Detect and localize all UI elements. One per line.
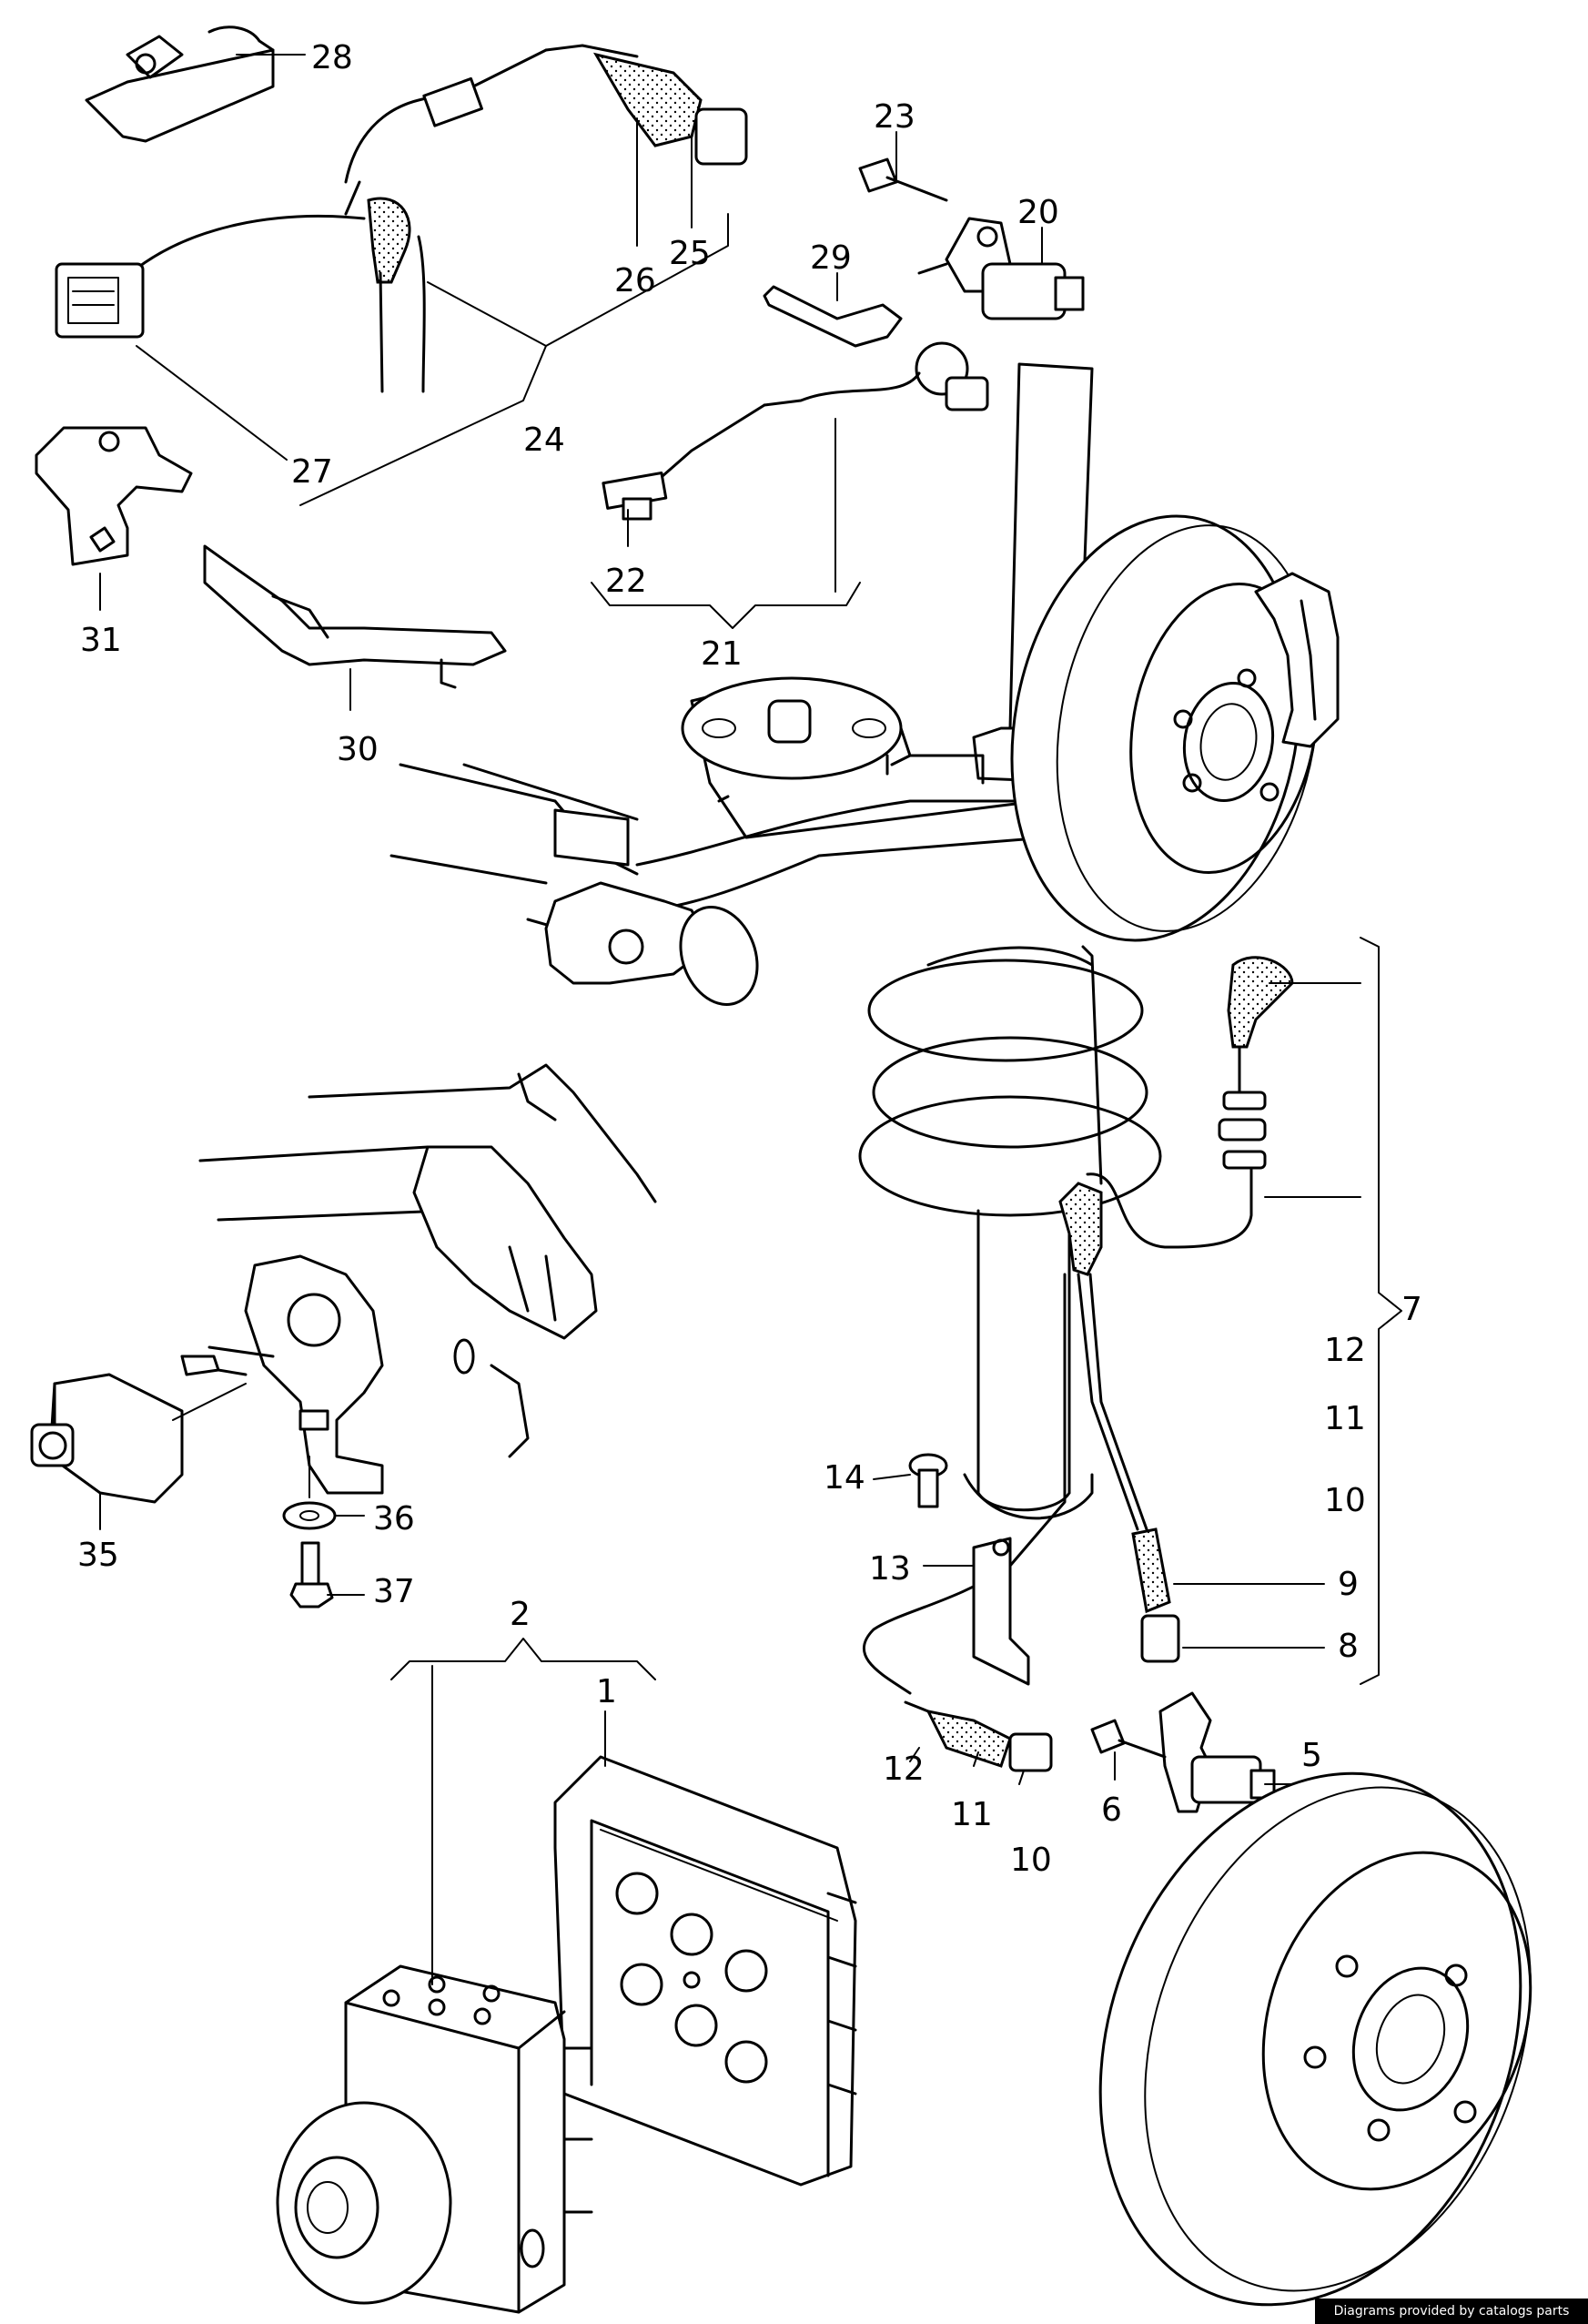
label-7: 7: [1401, 1291, 1422, 1328]
bracket-28: [85, 25, 275, 143]
leader-24-bracket: [299, 281, 547, 506]
bolt-37: [289, 1541, 334, 1609]
label-30: 30: [337, 731, 379, 768]
bracket-2: [390, 1638, 656, 1680]
label-27: 27: [291, 453, 333, 491]
label-21: 21: [701, 635, 743, 673]
label-10: 10: [1324, 1482, 1366, 1519]
sensor-clip-29: [763, 285, 903, 348]
label-31: 31: [80, 622, 122, 659]
speed-sensor-20: [917, 217, 1085, 320]
front-strut-assembly: [858, 945, 1294, 1772]
label-25: 25: [669, 235, 711, 272]
label-11: 11: [1324, 1400, 1366, 1437]
bracket-31: [35, 426, 193, 566]
label-22: 22: [605, 563, 647, 600]
front-brake-disc: [1098, 1771, 1532, 2307]
abs-control-module-1: [553, 1755, 857, 2187]
label-36: 36: [373, 1500, 415, 1537]
label-35: 35: [77, 1537, 119, 1574]
label-5: 5: [1301, 1737, 1322, 1774]
bolt-14: [873, 1453, 948, 1508]
label-13: 13: [869, 1550, 911, 1588]
label-24: 24: [523, 421, 565, 459]
label-6: 6: [1101, 1791, 1122, 1829]
label-2: 2: [510, 1596, 531, 1633]
abs-hydraulic-unit-2: [276, 1964, 593, 2314]
leaders-2-1: [431, 1665, 606, 1985]
label-1: 1: [596, 1673, 617, 1710]
label-28: 28: [311, 39, 353, 76]
label-14: 14: [824, 1459, 865, 1497]
wiring-harness-24: [55, 44, 748, 393]
control-unit-35: [30, 1373, 247, 1504]
rear-axle-assembly: [389, 362, 1094, 1006]
label-23: 23: [874, 98, 915, 136]
label-leaders: [99, 54, 1116, 1785]
label-26: 26: [614, 262, 656, 299]
bracket-21: [591, 582, 861, 629]
rear-brake-disc: [1010, 514, 1340, 942]
front-speed-sensor-5: [1158, 1691, 1293, 1813]
bolt-23: [858, 157, 948, 202]
label-11b: 11: [951, 1796, 993, 1833]
label-37: 37: [373, 1573, 415, 1610]
label-8: 8: [1338, 1628, 1359, 1665]
sensor-cable-21: [602, 341, 989, 521]
label-20: 20: [1017, 194, 1059, 231]
leader-24-bracket-right: [545, 213, 729, 347]
label-12b: 12: [883, 1751, 925, 1788]
leaders-7-9-8: [1173, 982, 1361, 1649]
sensor-bracket-13: [923, 1537, 1030, 1686]
washer-36: [282, 1501, 337, 1530]
front-crossmember: [180, 1063, 657, 1495]
bracket-7: [1360, 937, 1402, 1685]
credit-footer: Diagrams provided by catalogs parts: [1315, 2299, 1588, 2324]
bracket-30: [203, 544, 507, 689]
label-10b: 10: [1010, 1842, 1052, 1879]
label-9: 9: [1338, 1566, 1359, 1603]
bolt-6: [1090, 1719, 1167, 1759]
label-12: 12: [1324, 1332, 1366, 1369]
leaders-35-37: [308, 1456, 365, 1596]
label-29: 29: [810, 239, 852, 277]
